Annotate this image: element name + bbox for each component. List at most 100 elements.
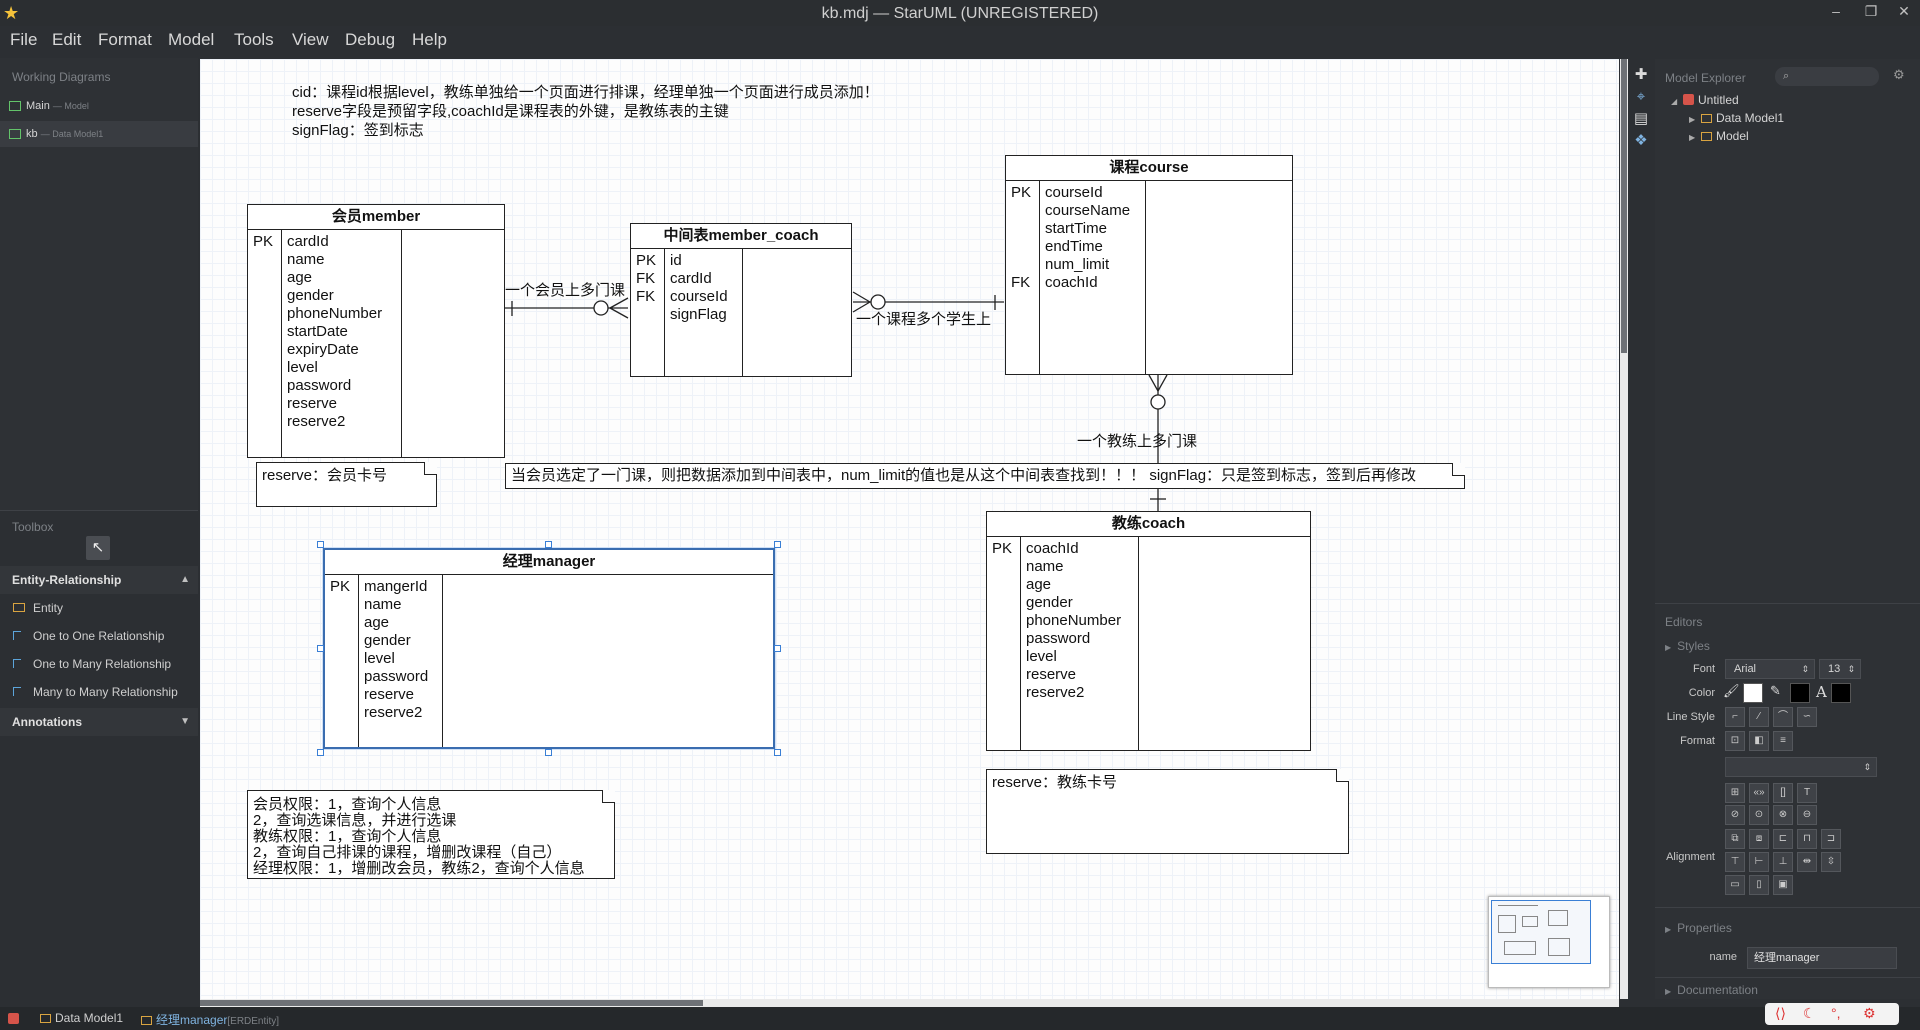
align-left-icon[interactable]: ⊏ (1773, 829, 1793, 849)
align-center-icon[interactable]: ⊓ (1797, 829, 1817, 849)
menu-edit[interactable]: Edit (52, 30, 82, 49)
note-coach-reserve[interactable]: reserve：教练卡号 (986, 769, 1349, 854)
resize-handle[interactable] (774, 645, 781, 652)
entity-member-coach[interactable]: 中间表member_coach PK FK FK id cardId cours… (630, 223, 852, 377)
resize-handle[interactable] (317, 749, 324, 756)
same-height-icon[interactable]: ▯ (1749, 875, 1769, 895)
toolbox-group-annotations[interactable]: Annotations ▼ (0, 708, 198, 736)
scroll-thumb[interactable] (200, 1000, 703, 1006)
scroll-thumb[interactable] (1621, 59, 1627, 353)
font-color-swatch[interactable] (1831, 683, 1851, 703)
line-style-curve-icon[interactable]: ∽ (1797, 707, 1817, 727)
stereotype-label-icon[interactable]: «» (1749, 783, 1769, 803)
align-right-icon[interactable]: ⊐ (1821, 829, 1841, 849)
diagram-minimap[interactable] (1488, 896, 1610, 988)
properties-section[interactable]: ▶Properties (1665, 921, 1732, 935)
toolbox-one-to-one[interactable]: One to One Relationship (0, 622, 198, 650)
punctuation-icon[interactable]: °, (1831, 1005, 1841, 1021)
fill-color-icon[interactable]: 🖌 (1723, 683, 1740, 698)
canvas-horizontal-scrollbar[interactable] (200, 999, 1619, 1007)
working-diagram-main[interactable]: Main — Model (0, 93, 198, 119)
line-style-oblique-icon[interactable]: ⁄ (1749, 707, 1769, 727)
menu-format[interactable]: Format (98, 30, 152, 49)
relation-label-member[interactable]: 一个会员上多门课 (505, 282, 626, 299)
align-bottom-icon[interactable]: ⊥ (1773, 852, 1793, 872)
line-color-swatch[interactable] (1790, 683, 1810, 703)
resize-handle[interactable] (774, 541, 781, 548)
line-color-icon[interactable]: ✎ (1770, 683, 1781, 698)
entity-member[interactable]: 会员member PK cardId name age gender phone… (247, 204, 505, 458)
suppress-attributes-icon[interactable]: ⊘ (1725, 805, 1745, 825)
line-style-rectilinear-icon[interactable]: ⌐ (1725, 707, 1745, 727)
name-field[interactable]: 经理manager (1747, 947, 1897, 969)
navigator-icon[interactable]: ⌖ (1636, 88, 1646, 105)
minimap-viewport[interactable] (1491, 900, 1591, 964)
stereotype-icon-icon[interactable]: T (1797, 783, 1817, 803)
diagram-canvas[interactable]: cid：课程id根据level，教练单独给一个页面进行排课，经理单独一个页面进行… (200, 59, 1619, 999)
same-width-icon[interactable]: ▭ (1725, 875, 1745, 895)
minimize-button[interactable]: – (1832, 3, 1840, 19)
suppress-literals-icon[interactable]: ⊗ (1773, 805, 1793, 825)
font-color-icon[interactable]: A (1816, 683, 1827, 701)
working-diagram-kb[interactable]: kb — Data Model1 (0, 121, 198, 147)
menu-debug[interactable]: Debug (345, 30, 396, 49)
menu-model[interactable]: Model (168, 30, 215, 49)
entity-course[interactable]: 课程course PK FK courseId courseName start… (1005, 155, 1293, 375)
tree-item-model[interactable]: ▶Model (1689, 129, 1749, 143)
menu-tools[interactable]: Tools (234, 30, 274, 49)
top-note-line-1[interactable]: cid：课程id根据level，教练单独给一个页面进行排课，经理单独一个页面进行… (292, 84, 879, 101)
moon-icon[interactable]: ☾ (1803, 1005, 1816, 1021)
restore-button[interactable]: ❐ (1864, 3, 1878, 19)
align-middle-icon[interactable]: ⊢ (1749, 852, 1769, 872)
resize-handle[interactable] (545, 749, 552, 756)
note-mid[interactable]: 当会员选定了一门课，则把数据添加到中间表中，num_limit的值也是从这个中间… (505, 463, 1465, 489)
resize-handle[interactable] (317, 645, 324, 652)
canvas-vertical-scrollbar[interactable] (1620, 59, 1628, 999)
tree-item-untitled[interactable]: ◢Untitled (1671, 93, 1739, 107)
suppress-columns-icon[interactable]: ⊖ (1797, 805, 1817, 825)
status-data-model[interactable]: Data Model1 (40, 1011, 123, 1025)
note-member-reserve[interactable]: reserve：会员卡号 (256, 462, 437, 507)
status-selected-entity[interactable]: 经理manager[ERDEntity] (141, 1011, 279, 1028)
word-wrap-icon[interactable]: ≡ (1773, 731, 1793, 751)
puzzle-icon[interactable]: ❖ (1634, 132, 1648, 149)
top-note-line-2[interactable]: reserve字段是预留字段,coachId是课程表的外键，是教练表的主键 (292, 103, 729, 120)
space-evenly-h-icon[interactable]: ⇹ (1797, 852, 1817, 872)
resize-handle[interactable] (774, 749, 781, 756)
font-size-select[interactable]: 13⇕ (1819, 659, 1861, 679)
toolbox-entity[interactable]: Entity (0, 594, 198, 622)
toolbox-many-to-many[interactable]: Many to Many Relationship (0, 678, 198, 706)
toolbox-one-to-many[interactable]: One to Many Relationship (0, 650, 198, 678)
show-shadow-icon[interactable]: ◧ (1749, 731, 1769, 751)
model-search-input[interactable]: ⌕ (1775, 67, 1879, 86)
send-to-back-icon[interactable]: ⧈ (1749, 829, 1769, 849)
line-style-rounded-icon[interactable]: ⌒ (1773, 707, 1793, 727)
resize-handle[interactable] (317, 541, 324, 548)
entity-manager[interactable]: 经理manager PK mangerId name age gender le… (323, 548, 775, 749)
same-size-icon[interactable]: ▣ (1773, 875, 1793, 895)
fill-color-swatch[interactable] (1743, 683, 1763, 703)
cursor-arrow-icon[interactable]: ↖ (86, 536, 110, 560)
menu-help[interactable]: Help (412, 30, 447, 49)
extension-icon[interactable]: ✚ (1634, 66, 1648, 83)
layout-icon[interactable]: ▤ (1633, 110, 1649, 127)
toolbox-group-entity-relationship[interactable]: Entity-Relationship ▲ (0, 566, 198, 594)
suppress-operations-icon[interactable]: ⊙ (1749, 805, 1769, 825)
entity-coach[interactable]: 教练coach PK coachId name age gender phone… (986, 511, 1311, 751)
styles-section[interactable]: ▶Styles (1665, 639, 1710, 653)
bring-to-front-icon[interactable]: ⧉ (1725, 829, 1745, 849)
stereotype-decoration-icon[interactable]: [] (1773, 783, 1793, 803)
menu-file[interactable]: File (10, 30, 38, 49)
relation-label-coach[interactable]: 一个教练上多门课 (1077, 433, 1198, 450)
gear-icon[interactable]: ⚙ (1893, 67, 1905, 82)
tree-item-data-model1[interactable]: ▶Data Model1 (1689, 111, 1784, 125)
settings-tray-icon[interactable]: ⚙ (1863, 1005, 1876, 1021)
space-evenly-v-icon[interactable]: ⇳ (1821, 852, 1841, 872)
top-note-line-3[interactable]: signFlag：签到标志 (292, 122, 424, 139)
note-permissions[interactable]: 会员权限：1，查询个人信息 2，查询选课信息，并进行选课 教练权限：1，查询个人… (247, 790, 615, 879)
input-method-icon[interactable]: ⟨⟩ (1775, 1005, 1786, 1021)
close-button[interactable]: ✕ (1898, 3, 1910, 19)
stereotype-none-icon[interactable]: ⊞ (1725, 783, 1745, 803)
font-select[interactable]: Arial⇕ (1725, 659, 1815, 679)
relation-label-course[interactable]: 一个课程多个学生上 (856, 311, 992, 328)
